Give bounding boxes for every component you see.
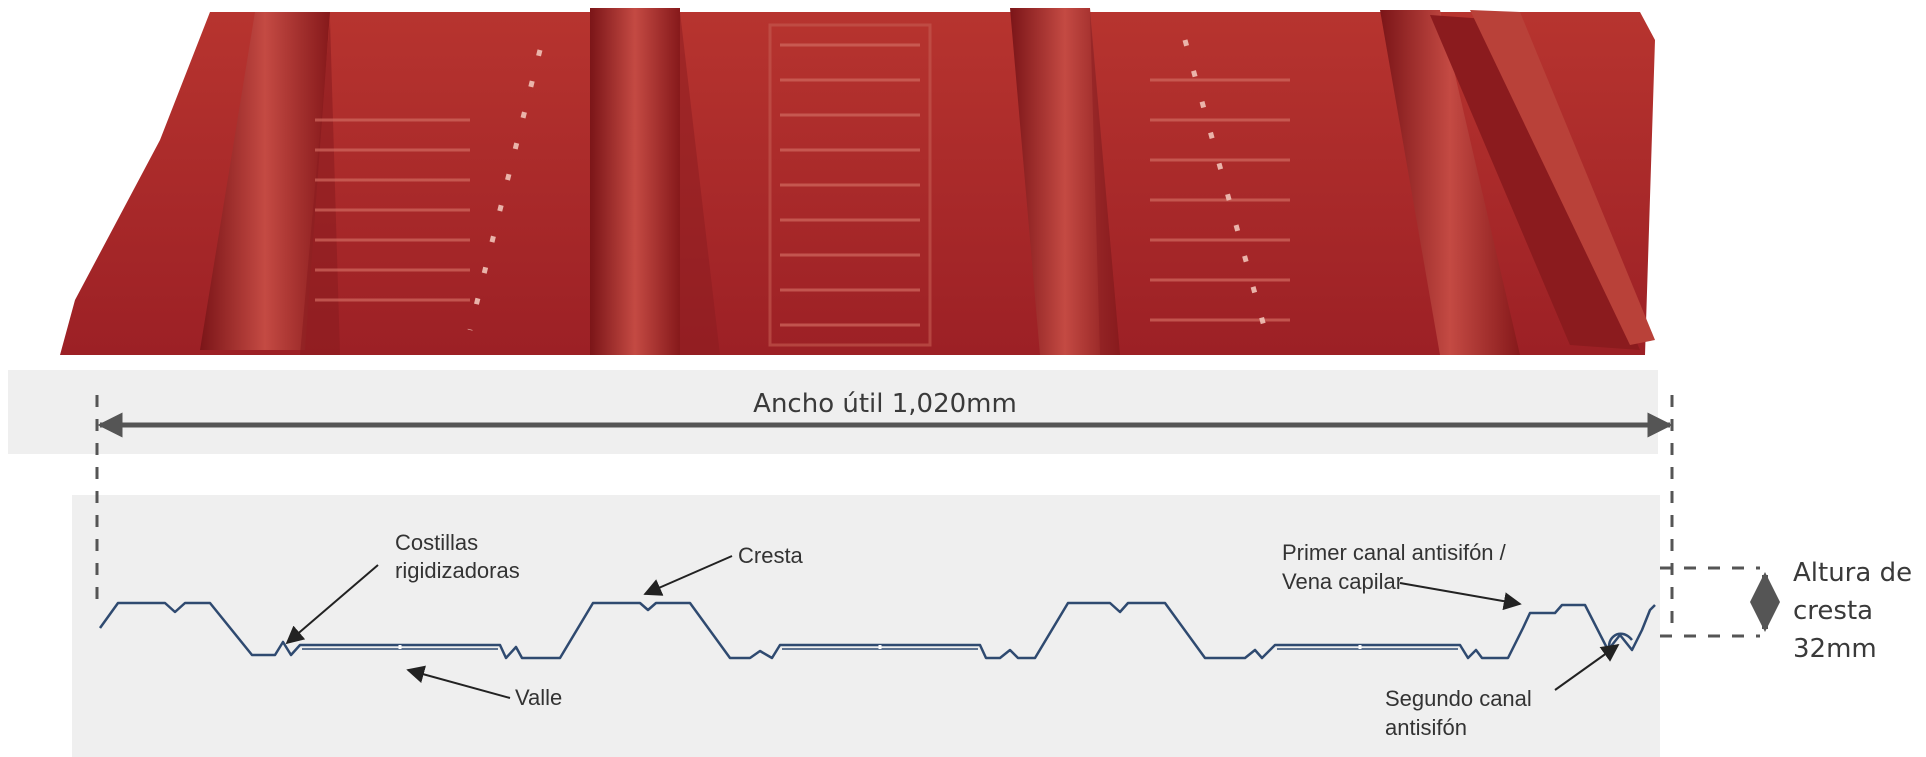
label-costillas-line2: rigidizadoras: [395, 558, 520, 583]
extension-lines: [95, 395, 1760, 638]
height-label-line3: 32mm: [1793, 634, 1877, 664]
arrow-segundo: [1554, 643, 1620, 691]
profile-panel: [72, 495, 1660, 757]
label-primer-line1: Primer canal antisifón /: [1282, 540, 1507, 565]
arrow-valle: [406, 665, 511, 699]
label-costillas-line1: Costillas: [395, 530, 478, 555]
dimension-band: [8, 370, 1658, 454]
metal-sheet-illustration: [60, 8, 1655, 355]
height-label-line2: cresta: [1793, 596, 1873, 626]
label-segundo-line2: antisifón: [1385, 715, 1467, 740]
arrow-costillas: [285, 564, 379, 645]
label-valle: Valle: [515, 685, 562, 710]
height-label-line1: Altura de: [1793, 558, 1912, 588]
label-segundo-line1: Segundo canal: [1385, 686, 1532, 711]
label-cresta: Cresta: [738, 543, 804, 568]
profile-section: [98, 601, 1656, 660]
arrow-cresta: [643, 555, 733, 596]
label-primer-line2: Vena capilar: [1282, 569, 1403, 594]
arrow-primer: [1399, 582, 1522, 611]
width-label: Ancho útil 1,020mm: [753, 389, 1017, 419]
